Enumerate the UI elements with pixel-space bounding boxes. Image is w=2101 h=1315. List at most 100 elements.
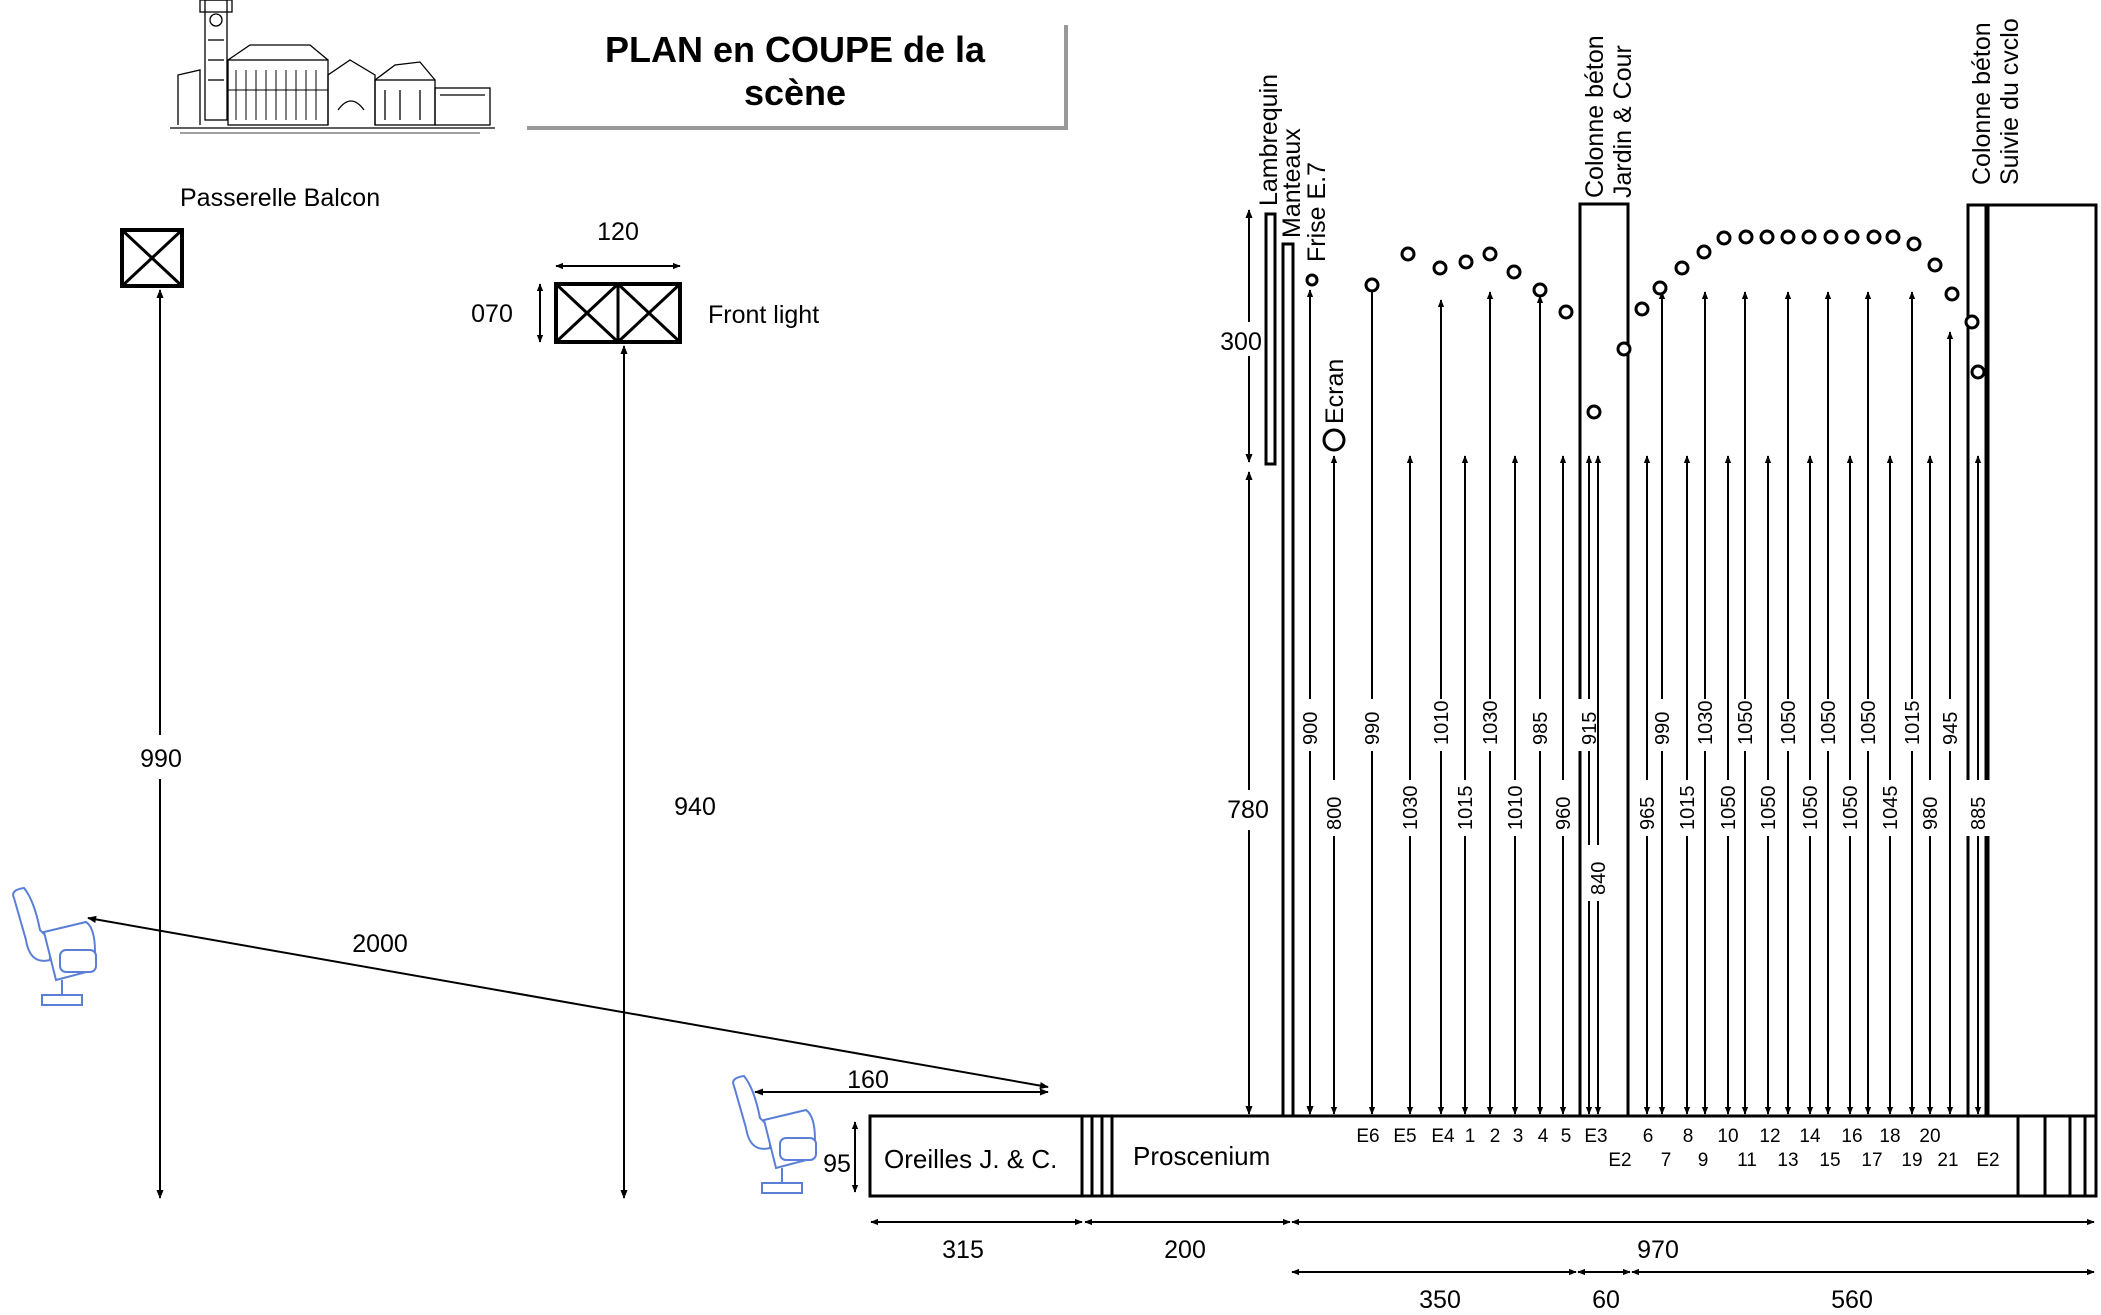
frise-label: Frise E.7 [1303, 162, 1331, 262]
lamp-circle [1558, 304, 1574, 320]
height-780: 780 [1227, 796, 1269, 824]
batten-value-high: 1050 [1735, 701, 1757, 746]
batten-value-low: 800 [1324, 797, 1346, 830]
batten-label-bg [1585, 845, 1611, 901]
lamp-circle [1458, 254, 1474, 270]
seat-icon [12, 886, 97, 1006]
batten-number-bottom: 17 [1861, 1150, 1882, 1171]
batten-value-low: 1045 [1880, 786, 1902, 831]
lamp-circle [1844, 229, 1860, 245]
seat-icon [732, 1074, 817, 1194]
batten-label-bg [1837, 780, 1863, 836]
batten-number-top: 16 [1841, 1126, 1862, 1147]
batten-number-bottom: E2 [1976, 1150, 1999, 1171]
batten-number-bottom: 13 [1777, 1150, 1798, 1171]
batten-number-top: E5 [1393, 1126, 1416, 1147]
colonne2-label-a: Colonne béton [1968, 22, 1996, 185]
front-light-label: Front light [708, 301, 819, 329]
batten-number-top: 18 [1879, 1126, 1900, 1147]
colonne1-label-a: Colonne béton [1581, 35, 1609, 198]
batten-number-bottom: 21 [1937, 1150, 1958, 1171]
batten-number-top: 6 [1643, 1126, 1654, 1147]
lamp-circle [1400, 246, 1416, 262]
lamp-circle [1432, 260, 1448, 276]
ecran-marker [1322, 428, 1346, 452]
front-light-height: 070 [471, 300, 513, 328]
batten-number-top: 20 [1919, 1126, 1940, 1147]
batten-number-top: 14 [1799, 1126, 1821, 1147]
lamp-circle [1885, 229, 1901, 245]
proscenium-label: Proscenium [1133, 1141, 1270, 1171]
batten-number-top: 10 [1717, 1126, 1738, 1147]
lamp-circle [1944, 286, 1960, 302]
batten-number-bottom: 11 [1737, 1150, 1757, 1171]
dim-970: 970 [1637, 1236, 1679, 1264]
lamp-circle [1696, 244, 1712, 260]
lamp-circle [1634, 301, 1650, 317]
batten-label-bg [1477, 699, 1503, 751]
front-light-width: 120 [597, 218, 639, 246]
batten-number-bottom: 7 [1661, 1150, 1672, 1171]
batten-number-top: 2 [1490, 1126, 1501, 1147]
batten-number-bottom: 9 [1698, 1150, 1709, 1171]
lamp-circle [1927, 257, 1943, 273]
batten-label-bg [1797, 780, 1823, 836]
bottom-dimensions: 315 200 970 350 60 560 [870, 1218, 2095, 1314]
batten-label-bg [1775, 699, 1801, 751]
audience-distance-value: 2000 [352, 930, 408, 958]
lamp-circle [1970, 364, 1986, 380]
batten-label-bg [1397, 780, 1423, 836]
batten-value-low: 960 [1553, 797, 1575, 830]
batten-value-low: 885 [1968, 797, 1990, 830]
lamp-circle [1532, 282, 1548, 298]
batten-value-high: 1050 [1818, 701, 1840, 746]
batten-label-bg [1550, 780, 1576, 836]
stage-house-left: 300 780 Lambrequin Manteaux Frise E.7 Ec… [1218, 74, 1349, 1118]
batten-number-top: 8 [1683, 1126, 1694, 1147]
title-line2: scène [744, 72, 846, 113]
batten-number-top: 4 [1538, 1126, 1549, 1147]
dim-560: 560 [1831, 1286, 1873, 1310]
stage-floor: 95 Oreilles J. & C. Proscenium [823, 1114, 2098, 1198]
batten-value-low: 1015 [1677, 786, 1699, 831]
batten-label-bg [1297, 699, 1323, 751]
ecran-label: Ecran [1321, 359, 1349, 424]
lamp-circle [1823, 229, 1839, 245]
batten-number-bottom: 15 [1819, 1150, 1840, 1171]
batten-label-bg [1855, 699, 1881, 751]
batten-value-low: 840 [1588, 862, 1610, 895]
batten-label-bg [1452, 780, 1478, 836]
batten-value-low: 1030 [1400, 786, 1422, 831]
front-distance: 940 [674, 793, 716, 821]
batten-number-top: 12 [1759, 1126, 1780, 1147]
batten-number-top: 3 [1513, 1126, 1524, 1147]
colonne-jardin-cour: Colonne béton Jardin & Cour [1578, 35, 1637, 1118]
batten-value-low: 1050 [1758, 786, 1780, 831]
batten-label-bg [1692, 699, 1718, 751]
balcony-light: Passerelle Balcon 990 [120, 184, 380, 1199]
batten-number-top: 5 [1561, 1126, 1572, 1147]
batten-value-low: 1050 [1718, 786, 1740, 831]
batten-number-bottom: 19 [1901, 1150, 1922, 1171]
batten-value-high: 1050 [1778, 701, 1800, 746]
stage-height-value: 95 [823, 1150, 851, 1178]
lamp-circle [1716, 230, 1732, 246]
lamp-circle [1964, 314, 1980, 330]
batten-number-top: 1 [1465, 1126, 1476, 1147]
lamp-circle [1780, 229, 1796, 245]
batten-value-low: 1050 [1840, 786, 1862, 831]
lambrequin-label: Lambrequin [1255, 74, 1283, 206]
batten-label-bg [1917, 780, 1943, 836]
lamp-circle [1506, 264, 1522, 280]
dim-200: 200 [1164, 1236, 1206, 1264]
batten-value-low: 1015 [1455, 786, 1477, 831]
batten-value-low: 1050 [1800, 786, 1822, 831]
batten-value-low: 965 [1637, 797, 1659, 830]
lamp-circle [1801, 229, 1817, 245]
lamp-circle [1586, 404, 1602, 420]
dim-60: 60 [1592, 1286, 1620, 1310]
lambrequin [1264, 212, 1277, 466]
